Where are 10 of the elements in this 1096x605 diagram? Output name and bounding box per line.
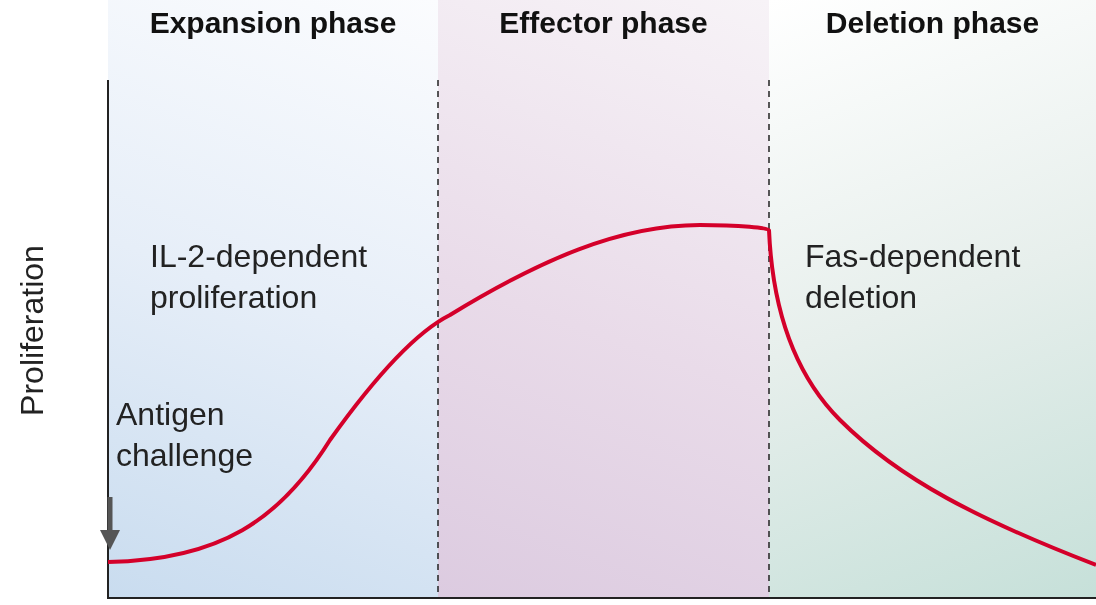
phase-note: Fas-dependent deletion xyxy=(805,237,1022,317)
phase-band xyxy=(108,0,438,598)
phase-heading: Expansion phase xyxy=(148,6,398,40)
phase-band xyxy=(438,0,769,598)
phase-note: IL-2-dependent proliferation xyxy=(150,237,369,317)
phase-heading: Deletion phase xyxy=(824,6,1041,40)
phase-band xyxy=(769,0,1096,598)
phase-note: Antigen challenge xyxy=(116,395,254,475)
axis-label: Proliferation xyxy=(13,244,51,418)
phase-heading: Effector phase xyxy=(498,6,709,40)
